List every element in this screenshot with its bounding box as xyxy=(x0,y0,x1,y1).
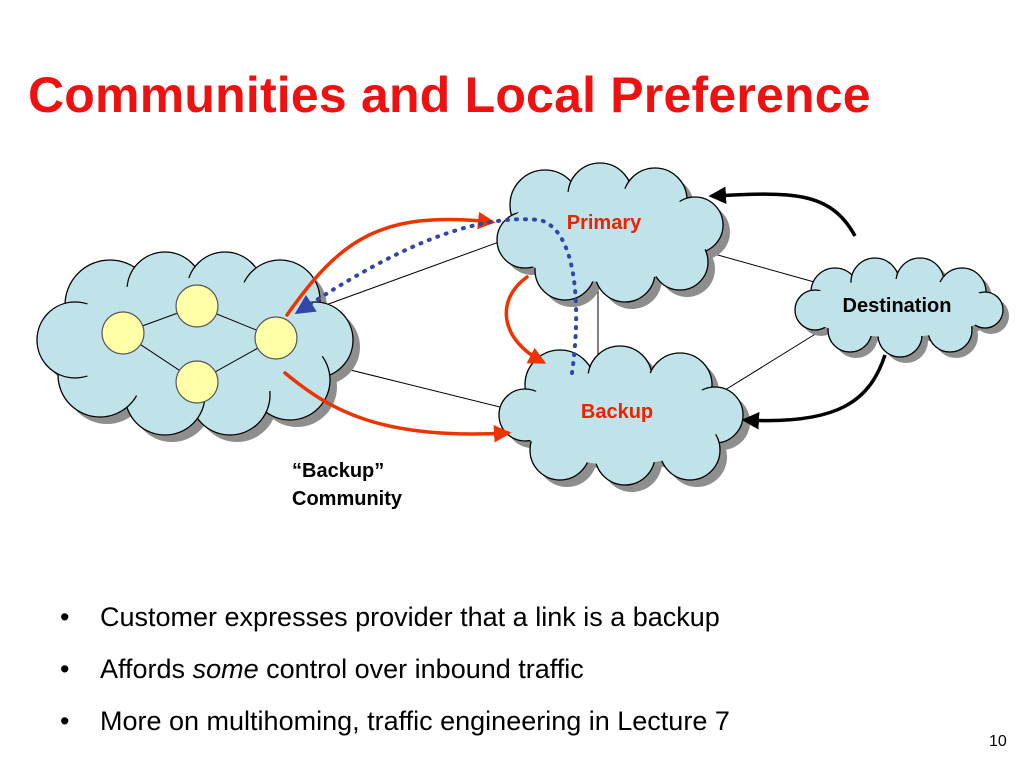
primary-label: Primary xyxy=(567,212,642,234)
bullet-text-1: Customer expresses provider that a link … xyxy=(100,602,720,632)
community-label-line-2: Community xyxy=(292,488,402,510)
red-arrow-primary-to-backup xyxy=(504,275,547,364)
destination-label: Destination xyxy=(843,295,952,317)
red-arrow-customer-to-backup xyxy=(283,371,512,443)
bullet-text-2a: Affords xyxy=(100,654,193,684)
primary-cloud: Primary xyxy=(496,162,730,309)
dotted-traffic-path xyxy=(294,217,579,375)
bullet-symbol: • xyxy=(60,654,70,684)
bullet-item-1: • Customer expresses provider that a link… xyxy=(60,595,730,647)
bullet-symbol: • xyxy=(60,706,70,736)
backup-cloud: Backup xyxy=(498,345,750,492)
black-arrow-destination-to-primary xyxy=(708,186,857,237)
bullet-text-2b: control over inbound traffic xyxy=(258,654,584,684)
customer-border-router xyxy=(254,316,298,360)
bullet-symbol: • xyxy=(60,602,70,632)
red-arrow-customer-to-primary xyxy=(285,211,496,317)
slide-title: Communities and Local Preference xyxy=(28,67,871,123)
destination-cloud: Destination xyxy=(794,257,1009,363)
bullet-list: • Customer expresses provider that a link… xyxy=(60,595,730,751)
customer-router-3 xyxy=(175,360,219,404)
page-number: 10 xyxy=(989,733,1007,750)
community-label-line-1: “Backup” xyxy=(292,460,385,482)
network-diagram: Primary Backup xyxy=(36,162,1009,492)
bullet-item-2: • Affords some control over inbound traff… xyxy=(60,647,730,699)
customer-router-2 xyxy=(175,284,219,328)
link-backup-destination xyxy=(724,324,831,391)
backup-community-label: “Backup” Community xyxy=(292,457,402,513)
link-primary-destination xyxy=(699,249,826,286)
bullet-text-2-emphasis: some xyxy=(192,654,259,684)
customer-router-1 xyxy=(101,311,145,355)
black-arrow-destination-to-backup xyxy=(741,354,887,430)
backup-label: Backup xyxy=(581,401,653,423)
bullet-item-3: • More on multihoming, traffic engineerin… xyxy=(60,699,730,751)
bullet-text-3: More on multihoming, traffic engineering… xyxy=(100,706,730,736)
